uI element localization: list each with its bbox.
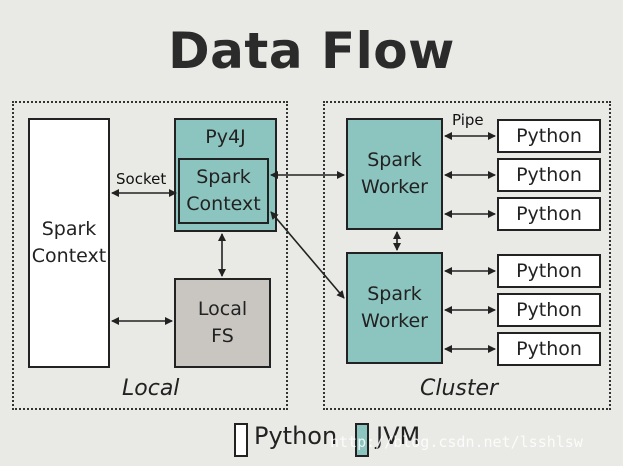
local-group-label: Local [122, 376, 180, 401]
python-worker-node: Python [497, 332, 601, 366]
legend-jvm-label: JVM [376, 422, 421, 450]
pipe-edge-label: Pipe [452, 111, 484, 129]
jvm-spark-context-node: Spark Context [178, 158, 269, 224]
legend-jvm-swatch [355, 423, 369, 457]
python-worker-label: Python [516, 163, 582, 186]
cluster-group-label: Cluster [420, 376, 499, 401]
python-worker-label: Python [516, 298, 582, 321]
context-worker-bottom-arrow [270, 211, 345, 299]
python-worker-node: Python [497, 254, 601, 288]
driver-spark-context-node: Spark Context [28, 118, 110, 368]
local-fs-node: Local FS [174, 278, 271, 368]
python-worker-label: Python [516, 259, 582, 282]
python-worker-label: Python [516, 124, 582, 147]
local-fs-label: Local FS [197, 298, 248, 347]
diagram-title: Data Flow [168, 22, 455, 80]
python-worker-node: Python [497, 119, 601, 153]
spark-worker-top-node: Spark Worker [346, 118, 443, 230]
python-worker-label: Python [516, 337, 582, 360]
watermark-text: http://blog.csdn.net/lsshlsw [330, 433, 583, 451]
spark-worker-top-label: Spark Worker [361, 149, 428, 198]
socket-edge-label: Socket [116, 170, 167, 188]
python-worker-node: Python [497, 197, 601, 231]
jvm-spark-context-label: Spark Context [186, 166, 261, 215]
driver-spark-context-label: Spark Context [31, 218, 107, 267]
python-worker-label: Python [516, 202, 582, 225]
legend-python-swatch [234, 423, 248, 457]
python-worker-node: Python [497, 158, 601, 192]
spark-worker-bottom-node: Spark Worker [346, 252, 443, 364]
legend-python-label: Python [254, 422, 338, 450]
spark-worker-bottom-label: Spark Worker [361, 283, 428, 332]
python-worker-node: Python [497, 293, 601, 327]
py4j-label: Py4J [205, 126, 246, 148]
